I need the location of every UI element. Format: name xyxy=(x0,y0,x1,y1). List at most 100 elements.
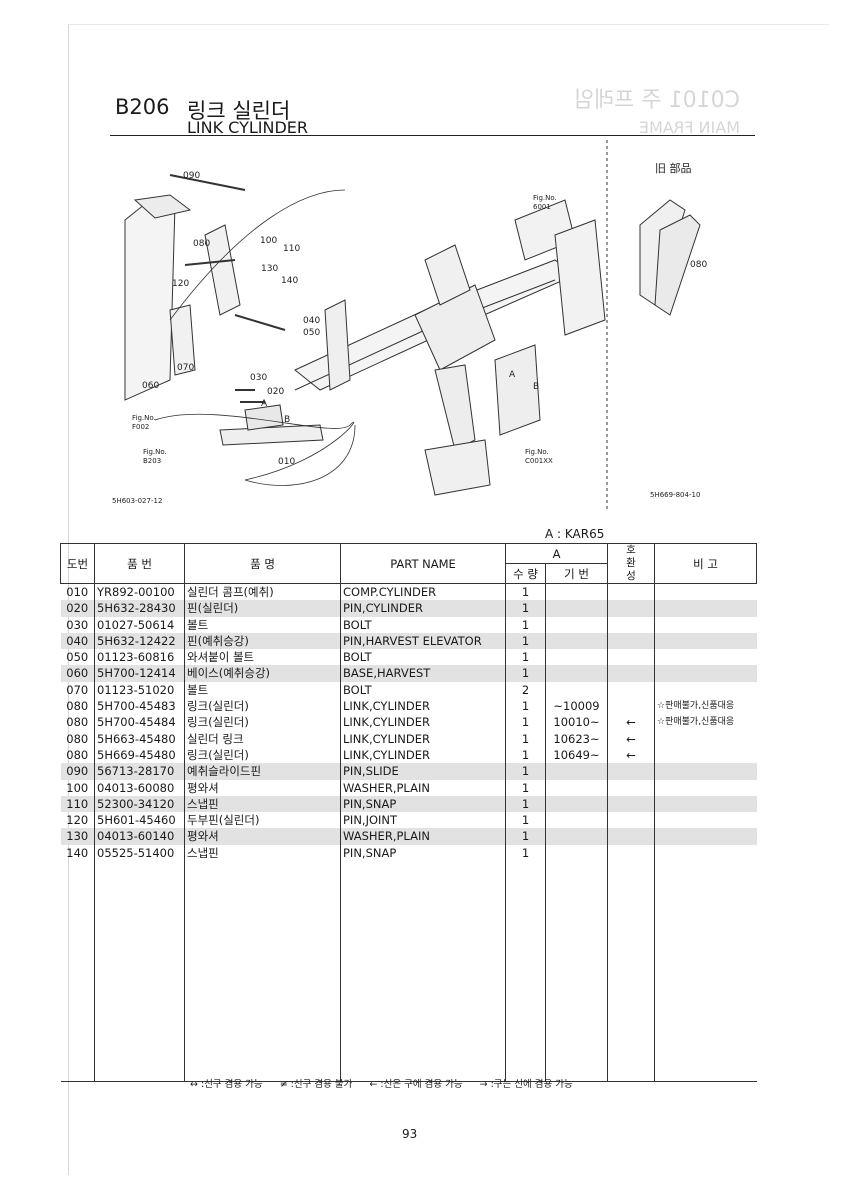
cell-qty: 1 xyxy=(505,812,546,829)
cell-remarks xyxy=(654,600,757,617)
header-name-en: PART NAME xyxy=(340,543,506,584)
cell-no: 080 xyxy=(66,731,89,746)
page-title-korean: 링크 실린더 xyxy=(187,99,291,123)
cell-interchange xyxy=(607,844,655,862)
cell-serial xyxy=(545,779,608,796)
svg-text:080: 080 xyxy=(690,260,707,270)
cell-interchange xyxy=(607,698,655,715)
cell-part-no: 5H700-12414 xyxy=(94,665,185,682)
cell-no: 100 xyxy=(66,780,89,795)
blank-cell xyxy=(654,861,757,1083)
cell-name-en: PIN,SLIDE xyxy=(340,763,506,780)
blank-cell xyxy=(340,861,506,1083)
cell-serial xyxy=(545,583,608,601)
cell-interchange xyxy=(607,649,655,666)
cell-name-ko: 링크(실린더) xyxy=(184,746,341,764)
cell-name-en: LINK,CYLINDER xyxy=(340,714,506,731)
section-code: B206 xyxy=(115,95,170,119)
svg-text:040: 040 xyxy=(303,316,320,326)
exploded-parts-diagram: 090 080 100 110 120 130 140 040 050 060 … xyxy=(95,140,755,535)
cell-interchange: ← xyxy=(607,730,655,747)
legend-item: ← :신은 구에 겸용 가능 xyxy=(369,1079,463,1090)
cell-part-no: YR892-00100 xyxy=(94,583,185,601)
cell-serial xyxy=(545,844,608,862)
cell-interchange xyxy=(607,795,655,813)
svg-text:Fig.No.: Fig.No. xyxy=(533,194,557,202)
cell-interchange xyxy=(607,812,655,829)
cell-interchange xyxy=(607,583,655,601)
header-serial: 기 번 xyxy=(545,563,608,584)
cell-interchange xyxy=(607,600,655,617)
cell-name-en: WASHER,PLAIN xyxy=(340,828,506,845)
cell-remarks xyxy=(654,746,757,764)
cell-name-en: LINK,CYLINDER xyxy=(340,730,506,747)
svg-text:030: 030 xyxy=(250,373,267,383)
cell-serial: 10649~ xyxy=(545,746,608,764)
cell-part-no: 5H700-45483 xyxy=(94,698,185,715)
cell-qty: 1 xyxy=(505,583,546,601)
cell-name-ko: 베이스(예취승강) xyxy=(184,665,341,682)
cell-qty: 1 xyxy=(505,600,546,617)
cell-serial: 10010~ xyxy=(545,714,608,731)
svg-text:A: A xyxy=(261,399,268,409)
svg-text:010: 010 xyxy=(278,457,295,467)
cell-name-ko: 실린더 콤프(예취) xyxy=(184,583,341,601)
cell-name-ko: 두부핀(실린더) xyxy=(184,812,341,829)
header-no: 도번 xyxy=(60,543,95,584)
cell-serial xyxy=(545,616,608,633)
cell-serial xyxy=(545,681,608,699)
cell-serial: ~10009 xyxy=(545,698,608,715)
cell-serial: 10623~ xyxy=(545,730,608,747)
cell-part-no: 56713-28170 xyxy=(94,763,185,780)
cell-qty: 1 xyxy=(505,649,546,666)
cell-name-ko: 링크(실린더) xyxy=(184,698,341,715)
cell-name-en: BASE,HARVEST xyxy=(340,665,506,682)
svg-text:Fig.No.: Fig.No. xyxy=(143,448,167,456)
header-qty: 수 량 xyxy=(505,563,546,584)
cell-no: 060 xyxy=(60,665,95,682)
cell-part-no: 5H669-45480 xyxy=(94,746,185,764)
cell-remarks xyxy=(654,779,757,796)
cell-no: 130 xyxy=(60,828,95,845)
svg-text:旧 部品: 旧 部品 xyxy=(655,161,692,175)
svg-text:060: 060 xyxy=(142,381,159,391)
cell-no: 080 xyxy=(66,715,89,730)
cell-part-no: 05525-51400 xyxy=(94,844,185,862)
interchange-legend: ↔ :신구 겸용 가능 ≠ :신구 겸용 불가 ← :신은 구에 겸용 가능 →… xyxy=(190,1076,587,1090)
cell-no: 110 xyxy=(60,795,95,813)
cell-no: 050 xyxy=(66,650,89,665)
cell-remarks xyxy=(654,665,757,682)
cell-no: 140 xyxy=(66,845,89,860)
header-name-ko: 품 명 xyxy=(184,543,341,584)
cell-name-ko: 스냅핀 xyxy=(184,844,341,862)
cell-interchange xyxy=(607,665,655,682)
svg-text:140: 140 xyxy=(281,276,298,286)
frame-leg xyxy=(434,364,476,451)
cell-part-no: 04013-60140 xyxy=(94,828,185,845)
cell-name-en: PIN,SNAP xyxy=(340,844,506,862)
cell-qty: 2 xyxy=(505,681,546,699)
header-part-no: 품 번 xyxy=(94,543,185,584)
cell-serial xyxy=(545,649,608,666)
cell-name-en: PIN,JOINT xyxy=(340,812,506,829)
svg-text:A: A xyxy=(509,370,516,380)
cell-name-ko: 핀(예취승강) xyxy=(184,632,341,650)
page-title-english: LINK CYLINDER xyxy=(187,118,308,137)
model-label: A : KAR65 xyxy=(545,527,605,541)
cell-qty: 1 xyxy=(505,828,546,845)
cell-interchange: ← xyxy=(607,714,655,731)
legend-item: ↔ :신구 겸용 가능 xyxy=(190,1079,263,1090)
legend-item: ≠ :신구 겸용 불가 xyxy=(279,1079,353,1090)
cell-serial xyxy=(545,665,608,682)
cell-name-ko: 평와셔 xyxy=(184,828,341,845)
cell-serial xyxy=(545,812,608,829)
svg-text:080: 080 xyxy=(193,239,210,249)
legend-item: → :구는 신에 겸용 가능 xyxy=(479,1079,573,1090)
